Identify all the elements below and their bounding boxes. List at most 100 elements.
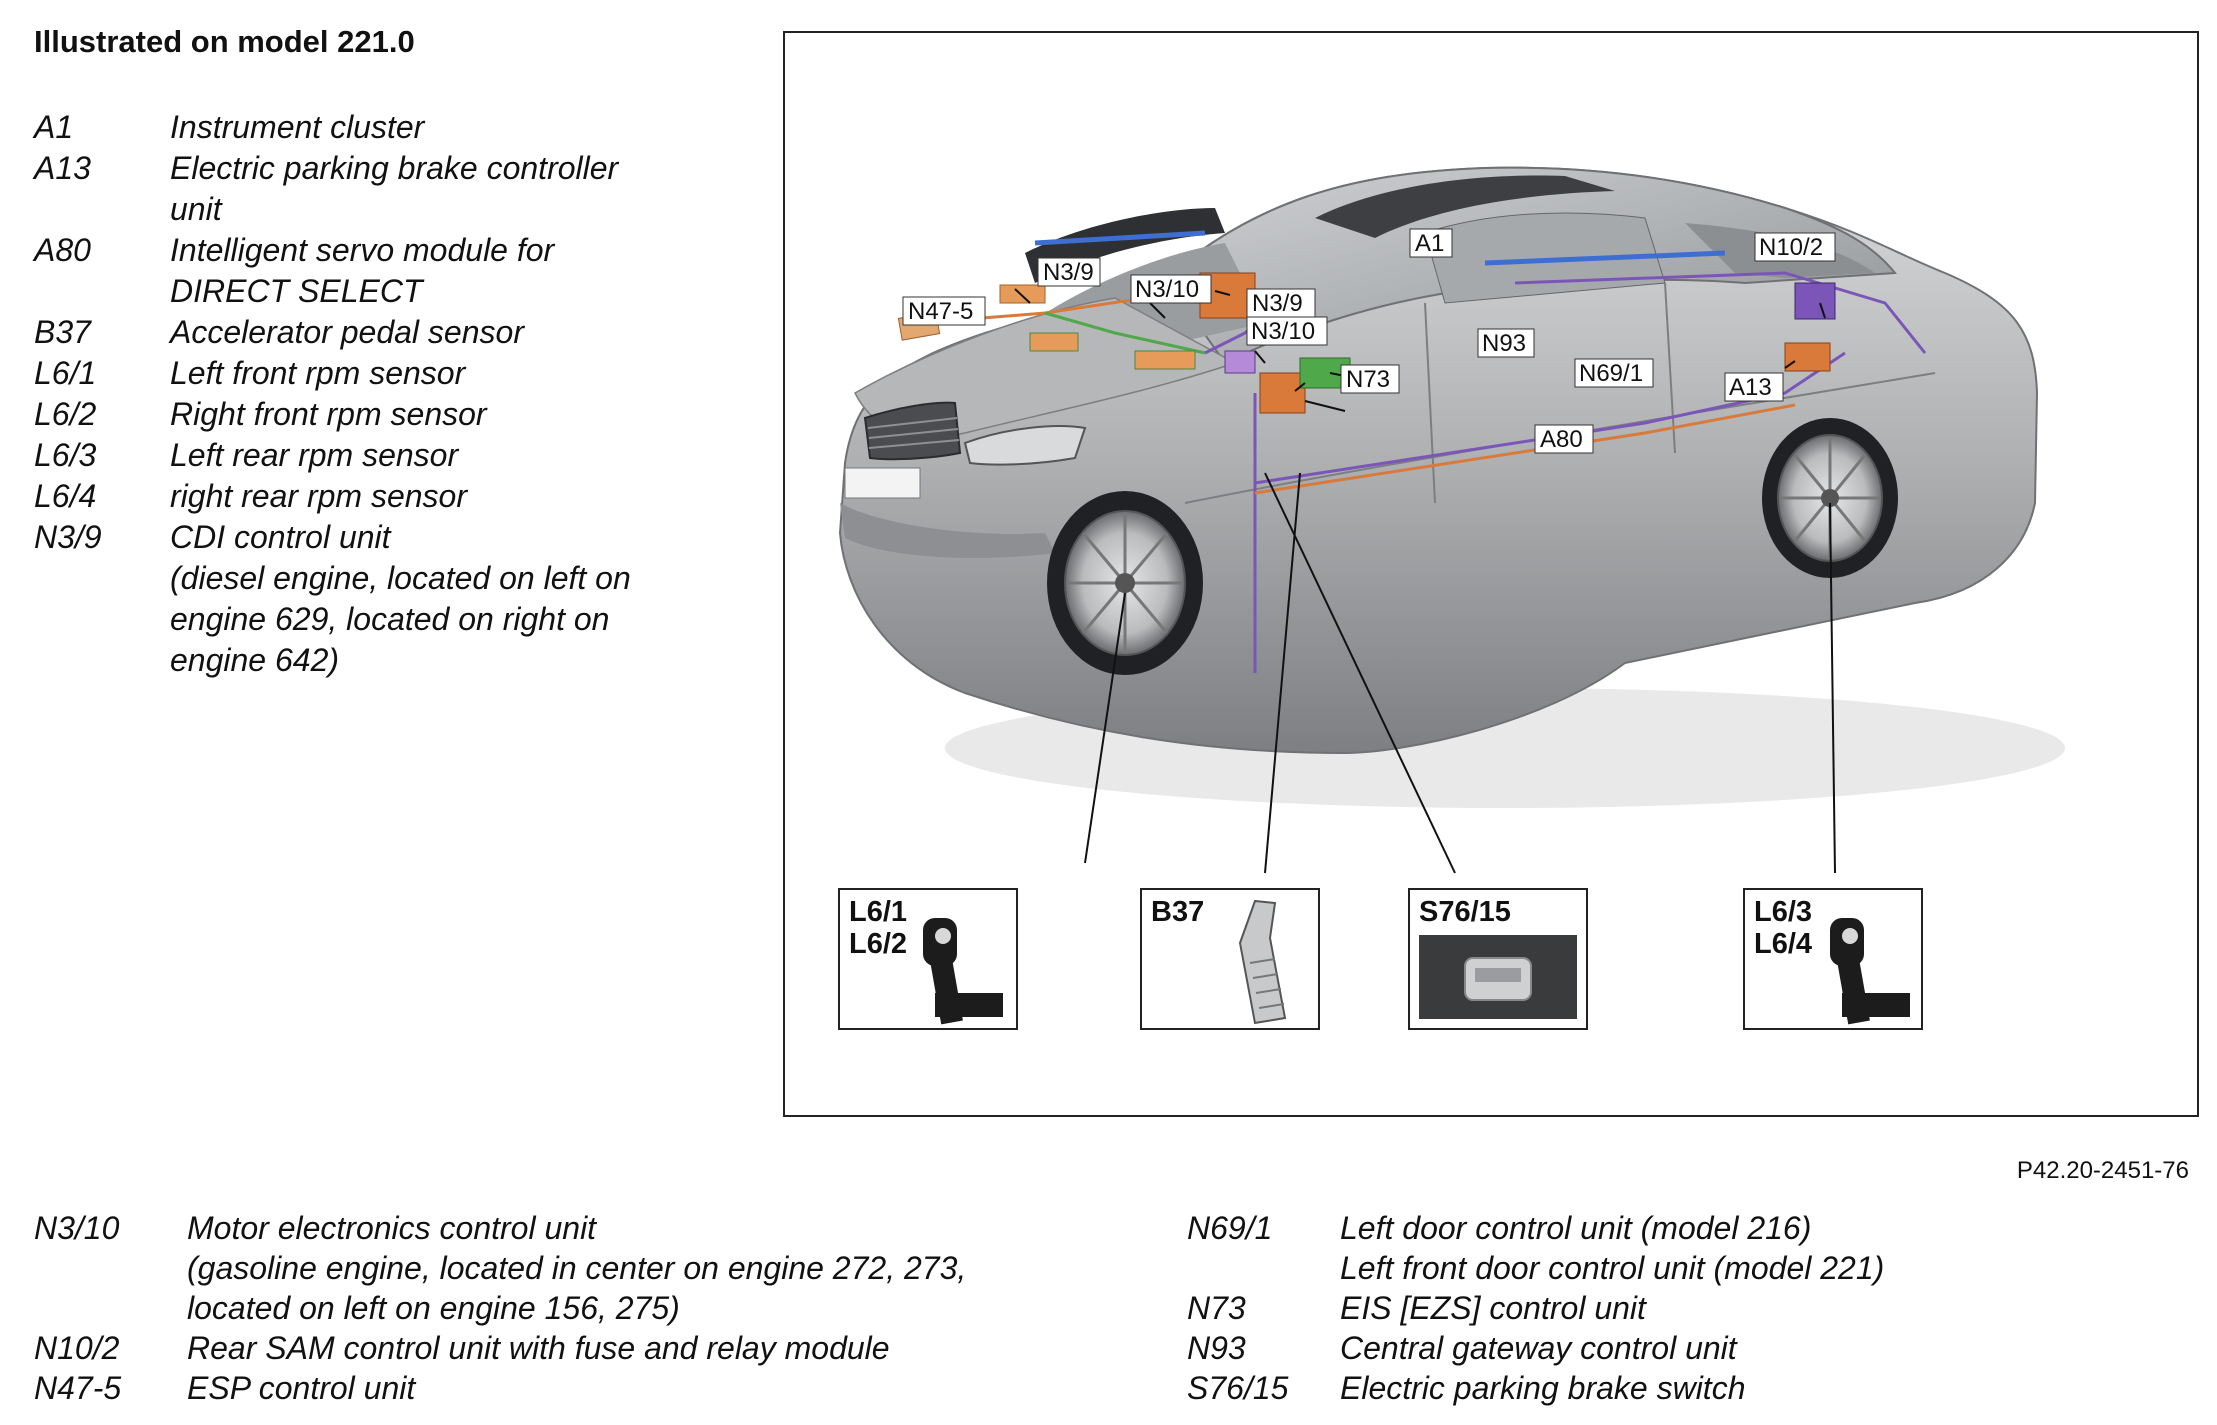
inset-l6-1-label-2: L6/2 — [849, 928, 907, 960]
legend-code: N3/9 — [34, 519, 102, 555]
legend-description: Electric parking brake switch — [1340, 1368, 2120, 1408]
legend-item: L6/4 right rear rpm sensor — [34, 476, 690, 517]
legend-item: L6/2 Right front rpm sensor — [34, 394, 690, 435]
rear-wheel — [1762, 418, 1898, 578]
inset-l6-1-l6-2: L6/1 L6/2 — [838, 888, 1018, 1030]
leader-lines — [919, 288, 1836, 874]
callout-n47-5: N47-5 — [908, 298, 973, 325]
legend-code: A1 — [34, 109, 74, 145]
legend-description: CDI control unit(diesel engine, located … — [170, 517, 690, 681]
legend-item: N93 Central gateway control unit — [1187, 1328, 2120, 1368]
legend-description-line: Electric parking brake switch — [1340, 1370, 1746, 1406]
legend-description-line: Motor electronics control unit — [187, 1210, 597, 1246]
legend-description-line: Central gateway control unit — [1340, 1330, 1737, 1366]
car-diagram: N3/9 N3/10 N47-5 N3/9 N3/10 A1 N93 N73 N… — [838, 166, 2065, 1030]
legend-description-line: Right front rpm sensor — [170, 396, 487, 432]
callout-n69-1: N69/1 — [1579, 360, 1643, 387]
legend-description: Instrument cluster — [170, 107, 690, 148]
callout-a1: A1 — [1415, 230, 1444, 257]
front-bumper — [840, 503, 1055, 558]
legend-description-line: DIRECT SELECT — [170, 273, 423, 309]
callout-n93: N93 — [1482, 330, 1526, 357]
legend-item: L6/1 Left front rpm sensor — [34, 353, 690, 394]
legend-code: L6/3 — [34, 437, 97, 473]
legend-description-line: Instrument cluster — [170, 109, 425, 145]
legend-item: N73 EIS [EZS] control unit — [1187, 1288, 2120, 1328]
legend-description-line: located on left on engine 156, 275) — [187, 1290, 680, 1326]
legend-description-line: Accelerator pedal sensor — [170, 314, 524, 350]
legend-code: L6/2 — [34, 396, 97, 432]
module-n3-9-rear — [1134, 350, 1196, 370]
legend-code: N73 — [1187, 1290, 1246, 1326]
legend-description-line: Left front rpm sensor — [170, 355, 466, 391]
legend-item: S76/15 Electric parking brake switch — [1187, 1368, 2120, 1408]
legend-code: L6/1 — [34, 355, 97, 391]
legend-description: Rear SAM control unit with fuse and rela… — [187, 1328, 1167, 1368]
module-n3-10-front — [1029, 332, 1079, 352]
legend-description-line: unit — [170, 191, 222, 227]
legend-code: S76/15 — [1187, 1370, 1289, 1406]
legend-description-line: (gasoline engine, located in center on e… — [187, 1250, 967, 1286]
inset-b37-label: B37 — [1151, 896, 1204, 928]
legend-code: N93 — [1187, 1330, 1246, 1366]
grille-slats — [867, 417, 960, 449]
module-n3-9-front — [999, 284, 1046, 304]
legend-description: Right front rpm sensor — [170, 394, 690, 435]
front-wheel — [1047, 491, 1203, 675]
legend-description: Left door control unit (model 216) Left f… — [1340, 1208, 2120, 1288]
module-n10-2 — [1794, 282, 1836, 320]
legend-description-line: Left rear rpm sensor — [170, 437, 459, 473]
legend-item: L6/3 Left rear rpm sensor — [34, 435, 690, 476]
legend-description: Motor electronics control unit (gasoline … — [187, 1208, 1167, 1328]
module-a80 — [1259, 372, 1306, 414]
legend-item: A1 Instrument cluster — [34, 107, 690, 148]
legend-item: N47-5 ESP control unit — [34, 1368, 1167, 1408]
sunroof — [1315, 175, 1615, 238]
legend-description-line: Left door control unit (model 216) — [1340, 1210, 1812, 1246]
inset-l6-3-l6-4: L6/3 L6/4 — [1743, 888, 1923, 1030]
module-n73 — [1224, 350, 1256, 374]
page-title: Illustrated on model 221.0 — [34, 24, 415, 59]
legend-item: N3/9 CDI control unit(diesel engine, loca… — [34, 517, 690, 681]
legend-code: N69/1 — [1187, 1210, 1273, 1246]
legend-code: N47-5 — [34, 1370, 122, 1406]
legend-description-line: Intelligent servo module for — [170, 232, 555, 268]
inset-l6-1-label-1: L6/1 — [849, 896, 907, 928]
legend-description: ESP control unit — [187, 1368, 1167, 1408]
legend-description-line: right rear rpm sensor — [170, 478, 467, 514]
legend-description: Central gateway control unit — [1340, 1328, 2120, 1368]
inset-l6-3-label-2: L6/4 — [1754, 928, 1812, 960]
legend-description-line: (diesel engine, located on left on — [170, 560, 631, 596]
callout-n3-9-a: N3/9 — [1043, 259, 1094, 286]
rpm-sensor-icon — [923, 918, 1003, 1025]
module-a13 — [1784, 342, 1831, 372]
headlight — [963, 425, 1087, 466]
legend-description-line: engine 642) — [170, 642, 340, 678]
legend-description-line: EIS [EZS] control unit — [1340, 1290, 1646, 1326]
callout-n3-9-b: N3/9 — [1252, 290, 1303, 317]
legend-description-line: Rear SAM control unit with fuse and rela… — [187, 1330, 890, 1366]
callout-n3-10-a: N3/10 — [1135, 276, 1199, 303]
inset-b37: B37 — [1140, 888, 1320, 1030]
vehicle-illustration: N3/9 N3/10 N47-5 N3/9 N3/10 A1 N93 N73 N… — [783, 31, 2199, 1117]
accelerator-pedal-icon — [1238, 899, 1287, 1025]
legend-description-line: Left front door control unit (model 221) — [1340, 1250, 1885, 1286]
callout-a13: A13 — [1729, 374, 1772, 401]
legend-code: A80 — [34, 232, 91, 268]
callout-n10-2: N10/2 — [1759, 234, 1823, 261]
legend-description: EIS [EZS] control unit — [1340, 1288, 2120, 1328]
legend-code: L6/4 — [34, 478, 97, 514]
legend-description-line: Electric parking brake controller — [170, 150, 619, 186]
legend-description-line: engine 629, located on right on — [170, 601, 610, 637]
figure-reference-number: P42.20-2451-76 — [2016, 1157, 2189, 1184]
legend-description: right rear rpm sensor — [170, 476, 690, 517]
legend-description: Left front rpm sensor — [170, 353, 690, 394]
